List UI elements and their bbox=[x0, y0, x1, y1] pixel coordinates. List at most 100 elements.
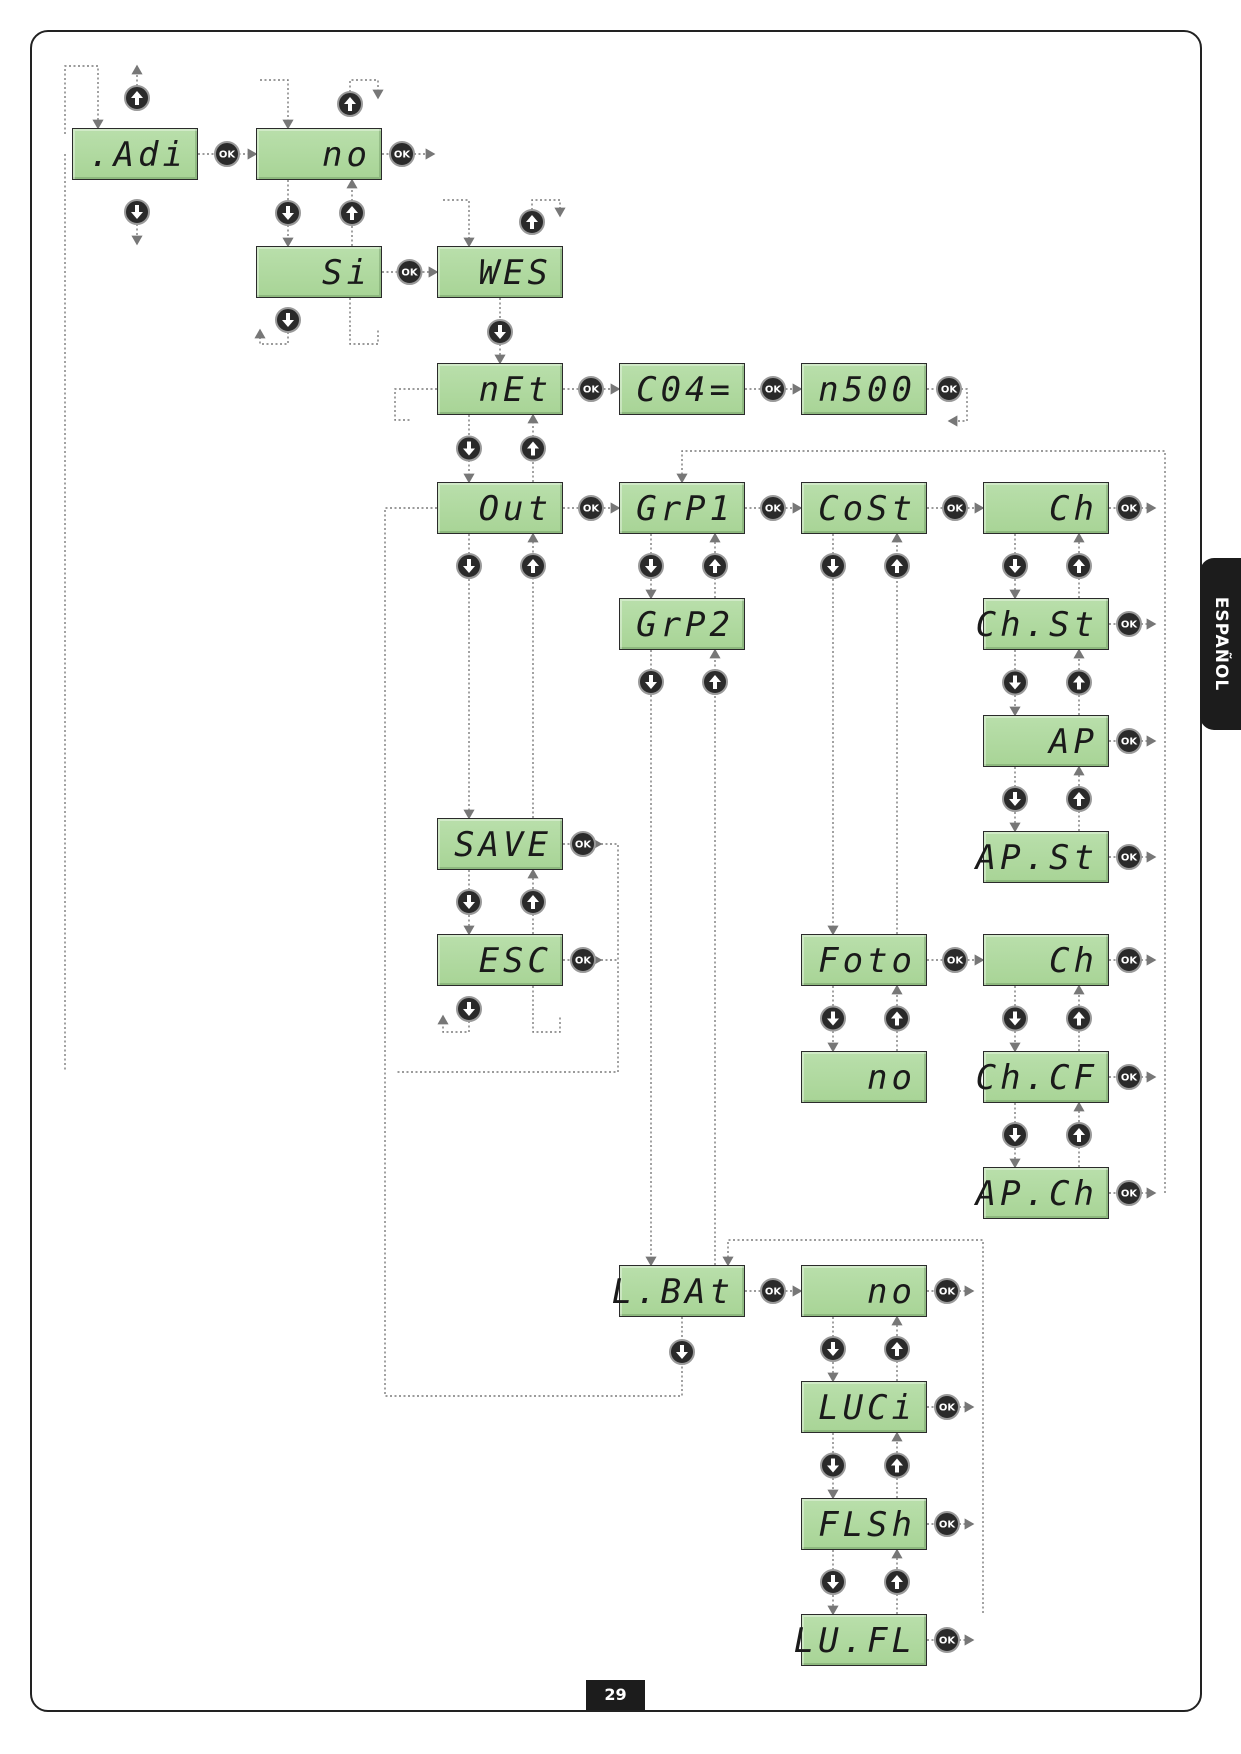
language-tab-label: ESPAÑOL bbox=[1210, 596, 1231, 692]
ok-button-icon: OK bbox=[934, 1511, 960, 1537]
ok-button-icon: OK bbox=[942, 947, 968, 973]
connector-line bbox=[531, 199, 566, 218]
display-text: GrP1 bbox=[636, 489, 734, 529]
display-text: AP.Ch bbox=[975, 1174, 1098, 1214]
up-arrow-icon bbox=[884, 1452, 910, 1479]
up-arrow-icon bbox=[884, 553, 910, 579]
ok-button-icon: OK bbox=[1116, 947, 1142, 973]
display-no-3: no bbox=[801, 1265, 927, 1317]
ok-button-icon: OK bbox=[578, 376, 604, 402]
display-text: no bbox=[867, 1272, 916, 1312]
svg-text:OK: OK bbox=[219, 150, 237, 161]
svg-text:OK: OK bbox=[941, 385, 959, 396]
display-text: Ch bbox=[1049, 489, 1098, 529]
display-text: Ch bbox=[1049, 941, 1098, 981]
down-arrow-icon bbox=[456, 435, 482, 462]
display-text: Foto bbox=[818, 941, 916, 981]
svg-text:OK: OK bbox=[575, 840, 593, 851]
display-out: Out bbox=[437, 482, 563, 534]
display-text: SAVE bbox=[454, 825, 552, 865]
up-arrow-icon bbox=[702, 669, 728, 695]
ok-button-icon: OK bbox=[214, 141, 240, 167]
up-arrow-icon bbox=[339, 200, 365, 226]
connector-line bbox=[443, 199, 475, 248]
down-arrow-icon bbox=[1002, 1122, 1028, 1148]
ok-button-icon: OK bbox=[760, 1278, 786, 1304]
display-text: CoSt bbox=[818, 489, 916, 529]
ok-button-icon: OK bbox=[760, 495, 786, 521]
connector-line bbox=[722, 1239, 984, 1613]
connector-line bbox=[394, 388, 437, 421]
up-arrow-icon bbox=[884, 1005, 910, 1032]
display-cost: CoSt bbox=[801, 482, 927, 534]
up-arrow-icon bbox=[884, 1569, 910, 1595]
down-arrow-icon bbox=[487, 319, 513, 345]
display-text: WES bbox=[478, 253, 552, 293]
up-arrow-icon bbox=[337, 91, 363, 117]
ok-button-icon: OK bbox=[934, 1627, 960, 1653]
display-esc: ESC bbox=[437, 934, 563, 986]
down-arrow-icon bbox=[1002, 669, 1028, 696]
ok-button-icon: OK bbox=[389, 141, 415, 167]
down-arrow-icon bbox=[820, 553, 846, 579]
display-co4: C04= bbox=[619, 363, 745, 415]
display-no-1: no bbox=[256, 128, 382, 180]
display-ch-1: Ch bbox=[983, 482, 1109, 534]
display-wes: WES bbox=[437, 246, 563, 298]
up-arrow-icon bbox=[1066, 786, 1092, 812]
ok-button-icon: OK bbox=[578, 495, 604, 521]
connector-line bbox=[254, 328, 289, 345]
connector-line bbox=[395, 843, 619, 1073]
ok-button-icon: OK bbox=[570, 831, 596, 857]
connector-line bbox=[532, 986, 561, 1033]
svg-text:OK: OK bbox=[1121, 620, 1139, 631]
up-arrow-icon bbox=[519, 209, 545, 235]
connector-line bbox=[64, 65, 104, 134]
up-arrow-icon bbox=[520, 435, 546, 462]
display-text: Ch.St bbox=[975, 605, 1098, 645]
display-no-2: no bbox=[801, 1051, 927, 1103]
ok-button-icon: OK bbox=[934, 1394, 960, 1420]
display-ch-2: Ch bbox=[983, 934, 1109, 986]
display-text: C04= bbox=[636, 370, 734, 410]
down-arrow-icon bbox=[820, 1569, 846, 1595]
ok-button-icon: OK bbox=[1116, 728, 1142, 754]
display-text: GrP2 bbox=[636, 605, 734, 645]
svg-text:OK: OK bbox=[583, 385, 601, 396]
svg-text:OK: OK bbox=[765, 504, 783, 515]
display-text: AP.St bbox=[975, 838, 1098, 878]
display-text: .Adi bbox=[89, 135, 187, 175]
svg-text:OK: OK bbox=[1121, 1073, 1139, 1084]
down-arrow-icon bbox=[1002, 553, 1028, 579]
down-arrow-icon bbox=[1002, 1005, 1028, 1032]
ok-button-icon: OK bbox=[1116, 611, 1142, 637]
ok-button-icon: OK bbox=[1116, 1180, 1142, 1206]
display-chst: Ch.St bbox=[976, 598, 1109, 650]
display-foto: Foto bbox=[801, 934, 927, 986]
ok-button-icon: OK bbox=[942, 495, 968, 521]
svg-text:OK: OK bbox=[1121, 956, 1139, 967]
down-arrow-icon bbox=[1002, 786, 1028, 812]
display-text: nEt bbox=[478, 370, 552, 410]
up-arrow-icon bbox=[520, 553, 546, 579]
display-grp2: GrP2 bbox=[619, 598, 745, 650]
display-text: ESC bbox=[478, 941, 552, 981]
display-net: nEt bbox=[437, 363, 563, 415]
connector-line bbox=[349, 79, 384, 100]
display-apch: AP.Ch bbox=[976, 1167, 1109, 1219]
up-arrow-icon bbox=[1066, 1122, 1092, 1148]
display-text: Si bbox=[322, 253, 371, 293]
display-chcf: Ch.CF bbox=[976, 1051, 1109, 1103]
ok-button-icon: OK bbox=[570, 947, 596, 973]
display-text: AP bbox=[1049, 722, 1098, 762]
display-text: Out bbox=[478, 489, 552, 529]
display-text: Ch.CF bbox=[975, 1058, 1098, 1098]
svg-text:OK: OK bbox=[583, 504, 601, 515]
display-grp1: GrP1 bbox=[619, 482, 745, 534]
ok-button-icon: OK bbox=[1116, 1064, 1142, 1090]
svg-text:OK: OK bbox=[939, 1636, 957, 1647]
display-si: Si bbox=[256, 246, 382, 298]
svg-text:OK: OK bbox=[401, 268, 419, 279]
svg-text:OK: OK bbox=[1121, 504, 1139, 515]
